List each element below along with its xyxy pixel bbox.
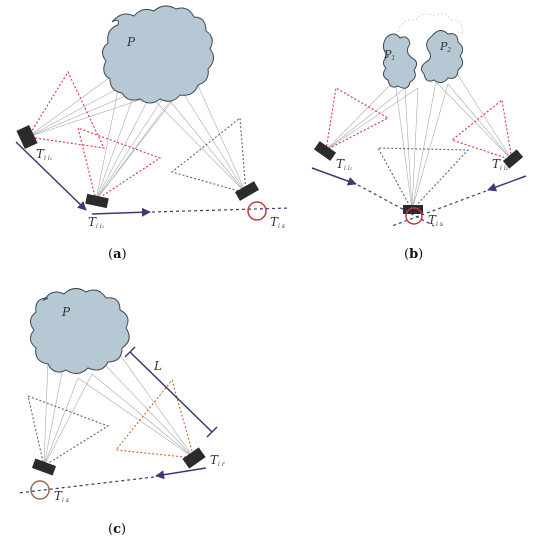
panel-a-cam3-label: Ti s xyxy=(270,215,285,230)
panel-b-object-part-2 xyxy=(420,30,464,84)
panel-a-cam2-label: Ti i₂ xyxy=(88,215,105,230)
panel-c-object-cloud xyxy=(30,288,130,374)
panel-a-arrow-1 xyxy=(15,141,87,211)
panel-a-frustum-2 xyxy=(77,127,162,201)
panel-c-rays xyxy=(43,351,195,467)
panel-c-camera-2 xyxy=(182,447,206,469)
panel-b-arrow-2 xyxy=(487,175,527,192)
panel-b-frustum-2 xyxy=(377,147,470,211)
panel-c-distance-cap-1 xyxy=(124,346,136,358)
panel-c-frustum-1 xyxy=(27,395,110,467)
panel-c-cam2-label: Ti r xyxy=(210,453,226,468)
panel-c-distance-bar xyxy=(129,351,213,433)
panel-a-target-circle xyxy=(247,201,267,221)
panel-b-frustum-1 xyxy=(325,87,390,151)
panel-c-path-dashed xyxy=(17,476,155,494)
panel-b-rays xyxy=(325,71,513,211)
panel-b-cloud-outline xyxy=(397,13,463,35)
panel-a-camera-3 xyxy=(234,181,260,201)
panel-b-cam2-label: Ti s xyxy=(428,213,443,228)
panel-b-part2-label: P2 xyxy=(439,40,451,54)
panel-c-target-circle xyxy=(30,480,50,500)
panel-c-arrow xyxy=(155,467,207,480)
panel-b-path-dashed-1 xyxy=(357,184,435,227)
panel-b-caption: (b) xyxy=(404,247,423,262)
panel-b-camera-1 xyxy=(313,141,337,161)
panel-b-frustum-3 xyxy=(450,98,513,161)
panel-b-cam3-label: Ti i₂ xyxy=(492,157,509,172)
panel-c: P L Ti s Ti r (c) xyxy=(17,288,226,537)
panel-c-frustum-2 xyxy=(114,378,195,459)
panel-a-caption: (a) xyxy=(108,247,127,262)
panel-a-arrow-2 xyxy=(91,207,151,217)
panel-a-object-cloud xyxy=(102,5,214,104)
panel-b-object-part-1 xyxy=(382,33,418,89)
panel-b-path-dashed-2 xyxy=(391,190,487,227)
panel-c-object-label: P xyxy=(61,305,71,319)
panel-a-frustum-3 xyxy=(170,116,247,194)
panel-c-caption: (c) xyxy=(108,522,126,537)
panel-b: P1 P2 Ti i₁ Ti s Ti i₂ (b) xyxy=(311,13,527,262)
panel-a-path-dashed xyxy=(151,207,291,213)
panel-b-camera-3 xyxy=(502,149,524,169)
panel-b-arrow-1 xyxy=(311,167,357,186)
panel-c-distance-cap-2 xyxy=(206,426,218,438)
panel-b-camera-2 xyxy=(403,205,423,214)
panel-b-cam1-label: Ti i₁ xyxy=(336,157,352,172)
panel-b-target-circle xyxy=(405,207,423,225)
panel-a-camera-1 xyxy=(16,124,38,150)
panel-a-object-label: P xyxy=(126,35,136,49)
panel-a-cam1-label: Ti i₁ xyxy=(36,147,52,162)
panel-c-cam1-label: Ti s xyxy=(54,489,69,504)
panel-c-distance-label: L xyxy=(153,359,162,373)
panel-a: P Ti i₁ Ti i₂ Ti s (a) xyxy=(15,5,291,262)
panel-a-camera-2 xyxy=(85,193,109,209)
panel-c-camera-1 xyxy=(31,458,57,476)
panel-b-part1-label: P1 xyxy=(383,48,395,62)
panel-a-rays xyxy=(27,69,247,201)
